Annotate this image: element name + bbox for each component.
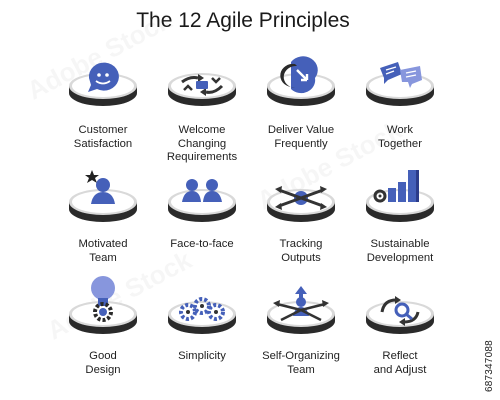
- principle-label-line: Team: [89, 251, 117, 264]
- page-title: The 12 Agile Principles: [136, 9, 350, 32]
- change-cycle-icon: [168, 73, 236, 106]
- smiley-speech-bubble-icon: [69, 62, 137, 106]
- reflect-cycle-icon: [366, 296, 434, 334]
- gears-icon: [168, 297, 236, 334]
- principle-label-line: Face-to-face: [170, 238, 234, 250]
- organizing-person-icon: [267, 286, 335, 334]
- lightbulb-gear-icon: [69, 276, 137, 334]
- principle-label-line: Satisfaction: [73, 137, 133, 150]
- principle-label-line: Reflect: [382, 350, 418, 362]
- principle-label-line: Welcome: [178, 124, 226, 136]
- principle-label-line: Simplicity: [178, 350, 226, 362]
- principle-label-line: Motivated: [78, 238, 128, 250]
- stock-id: 687347088: [484, 340, 495, 392]
- principle-label-line: Together: [378, 137, 422, 150]
- principle-label-line: Team: [287, 363, 315, 376]
- principle-label: Face-to-face: [146, 238, 258, 252]
- principle-label-line: Deliver Value: [267, 124, 335, 136]
- principle-label-line: Work: [386, 124, 414, 136]
- recurring-arrow-icon: [267, 56, 335, 106]
- principle-label-line: Self-Organizing: [262, 350, 340, 362]
- growth-bars-icon: [366, 170, 434, 222]
- principle-label-line: Sustainable: [370, 238, 430, 250]
- principle-label-line: Tracking: [279, 238, 323, 250]
- directional-arrows-icon: [267, 186, 335, 222]
- principle-label-line: Frequently: [274, 137, 328, 150]
- principle-label-line: Design: [85, 363, 121, 376]
- principle-label: Simplicity: [146, 350, 258, 364]
- two-people-icon: [168, 179, 236, 222]
- principle-label-line: Changing: [177, 137, 227, 150]
- principle-label-line: Outputs: [281, 251, 321, 264]
- principle-label-line: Requirements: [166, 151, 238, 163]
- stock-id-strip: 687347088: [484, 0, 500, 400]
- principle-label-line: Customer: [78, 124, 128, 136]
- chat-bubbles-icon: [366, 62, 434, 106]
- star-person-icon: [69, 170, 137, 222]
- principle-label-line: Development: [366, 251, 434, 264]
- principle-label-line: Good: [89, 350, 117, 362]
- principle-label-line: and Adjust: [373, 363, 427, 376]
